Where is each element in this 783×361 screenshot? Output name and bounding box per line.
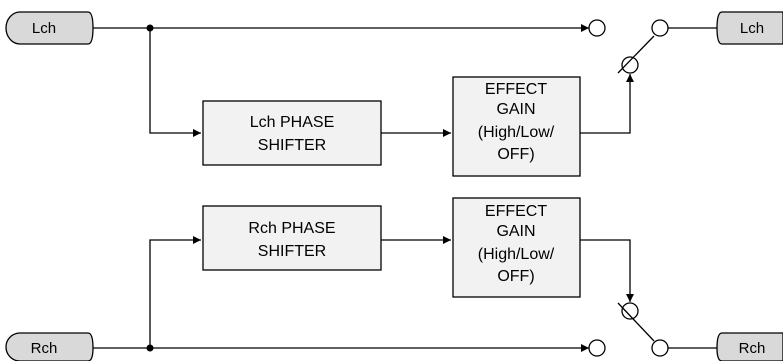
- rch-effect-contact: [621, 302, 639, 320]
- rch-output-label: Rch: [739, 340, 766, 357]
- lch-shifter-line2: SHIFTER: [258, 137, 326, 154]
- rch-gain-line1: EFFECT: [485, 203, 547, 220]
- lch-switch-blade: [617, 35, 655, 74]
- rch-output-terminal: Rch: [716, 332, 783, 361]
- rch-gain-line4: OFF): [497, 268, 534, 285]
- rch-input-label: Rch: [31, 340, 58, 357]
- lch-gain-line2: GAIN: [496, 101, 535, 118]
- lch-output-terminal: Lch: [716, 11, 783, 45]
- lch-input-terminal: Lch: [5, 11, 94, 45]
- rch-input-terminal: Rch: [5, 332, 94, 361]
- lch-gain-line3: (High/Low/: [478, 124, 555, 141]
- lch-branch-line: [149, 28, 201, 137]
- lch-input-label: Lch: [32, 20, 56, 37]
- lch-shifter-line1: Lch PHASE: [250, 114, 334, 131]
- lch-effect-gain-block: EFFECT GAIN (High/Low/ OFF): [452, 76, 581, 177]
- lch-phase-shifter-block: Lch PHASE SHIFTER: [202, 100, 382, 166]
- lch-effect-contact: [621, 56, 639, 74]
- lch-gain-output-line: [580, 74, 634, 134]
- lch-output-label: Lch: [740, 20, 764, 37]
- rch-shifter-line2: SHIFTER: [258, 243, 326, 260]
- rch-switch-pivot: [651, 339, 669, 357]
- lch-gain-line1: EFFECT: [485, 81, 547, 98]
- rch-switch-blade: [617, 302, 655, 342]
- rch-shifter-line1: Rch PHASE: [248, 220, 335, 237]
- rch-gain-line3: (High/Low/: [478, 246, 555, 263]
- rch-branch-line: [149, 236, 201, 348]
- lch-bypass-contact: [588, 19, 606, 37]
- lch-switch-pivot: [651, 19, 669, 37]
- rch-bypass-contact: [588, 339, 606, 357]
- rch-phase-shifter-block: Rch PHASE SHIFTER: [202, 205, 382, 271]
- rch-gain-output-line: [580, 239, 634, 302]
- rch-gain-line2: GAIN: [496, 223, 535, 240]
- rch-effect-gain-block: EFFECT GAIN (High/Low/ OFF): [452, 197, 581, 298]
- lch-gain-line4: OFF): [497, 146, 534, 163]
